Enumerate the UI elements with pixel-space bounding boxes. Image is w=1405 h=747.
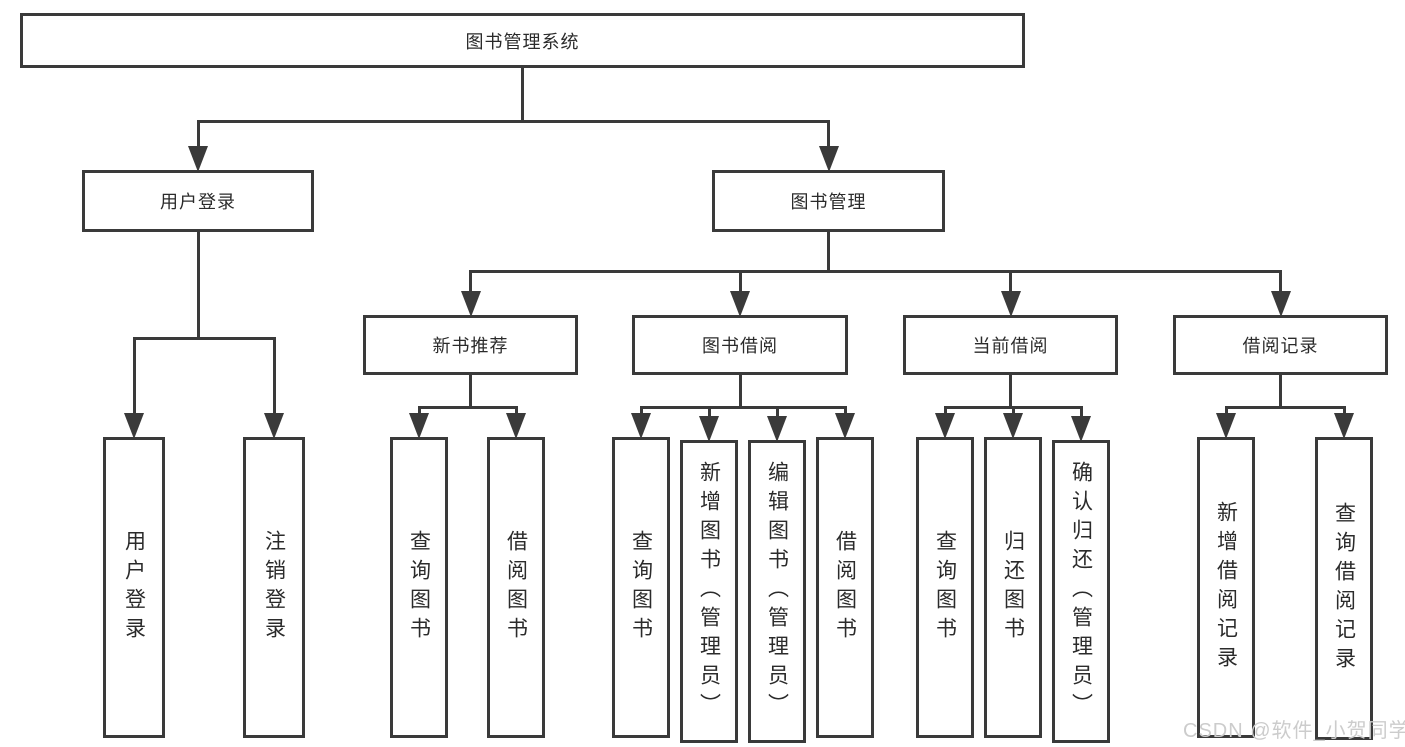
- arrowhead-leaf-bb-add: [699, 416, 719, 442]
- node-label-leaf-logout: 注销登录: [262, 529, 286, 646]
- connector-drop-leaf-bb-search: [639, 406, 643, 417]
- node-leaf-cb-return: 归还图书: [984, 437, 1042, 738]
- node-label-user-login: 用户登录: [160, 192, 236, 212]
- arrowhead-new-book-rec: [460, 291, 481, 317]
- connector-bar-book-borrow: [639, 406, 847, 409]
- node-label-current-borrow: 当前借阅: [972, 336, 1049, 356]
- node-leaf-cb-search: 查询图书: [916, 437, 974, 738]
- node-leaf-br-search: 查询借阅记录: [1315, 437, 1373, 740]
- connector-drop-book-borrow: [738, 270, 742, 295]
- connector-drop-leaf-bb-borrow: [843, 406, 847, 417]
- connector-drop-leaf-cb-confirm: [1079, 406, 1083, 420]
- node-leaf-bb-edit: 编辑图书（管理员）: [748, 440, 806, 743]
- node-label-book-mgmt: 图书管理: [790, 192, 867, 212]
- arrowhead-book-borrow: [730, 291, 750, 317]
- connector-stem-book-borrow: [738, 373, 742, 409]
- node-current-borrow: 当前借阅: [903, 315, 1118, 375]
- connector-drop-book-mgmt: [827, 120, 830, 150]
- node-label-leaf-bb-borrow: 借阅图书: [833, 529, 857, 646]
- connector-stem-root: [521, 66, 524, 123]
- arrowhead-leaf-cb-search: [935, 413, 955, 439]
- arrowhead-leaf-cb-confirm: [1071, 416, 1091, 442]
- node-leaf-bb-add: 新增图书（管理员）: [680, 440, 738, 743]
- node-user-login: 用户登录: [82, 170, 314, 232]
- arrowhead-leaf-br-search: [1334, 413, 1354, 439]
- arrowhead-leaf-cb-return: [1003, 413, 1023, 439]
- connector-stem-book-mgmt: [827, 230, 830, 273]
- connector-drop-leaf-br-search: [1342, 406, 1346, 417]
- node-label-leaf-cb-return: 归还图书: [1001, 529, 1025, 646]
- connector-drop-leaf-bb-add: [707, 406, 711, 420]
- node-leaf-logout: 注销登录: [243, 437, 305, 738]
- connector-bar-borrow-records: [1224, 406, 1346, 409]
- connector-drop-user-login: [196, 120, 200, 150]
- connector-bar-new-book-rec: [417, 406, 518, 409]
- arrowhead-user-login: [188, 146, 208, 172]
- arrowhead-book-mgmt: [818, 146, 839, 172]
- node-label-root: 图书管理系统: [465, 31, 580, 52]
- node-label-leaf-br-search: 查询借阅记录: [1332, 501, 1356, 676]
- connector-drop-leaf-cb-return: [1011, 406, 1015, 417]
- node-label-leaf-bb-search: 查询图书: [629, 529, 653, 646]
- arrowhead-leaf-bb-edit: [767, 416, 787, 442]
- arrowhead-leaf-user-login: [124, 413, 144, 439]
- node-label-leaf-cb-search: 查询图书: [933, 529, 957, 646]
- node-book-borrow: 图书借阅: [632, 315, 848, 375]
- node-label-borrow-records: 借阅记录: [1242, 336, 1319, 356]
- connector-stem-current-borrow: [1009, 373, 1012, 409]
- connector-drop-new-book-rec: [469, 270, 472, 295]
- arrowhead-borrow-records: [1270, 291, 1291, 317]
- connector-drop-current-borrow: [1009, 270, 1012, 295]
- node-leaf-br-add: 新增借阅记录: [1197, 437, 1255, 738]
- arrowhead-leaf-rec-borrow: [506, 413, 526, 439]
- connector-drop-leaf-rec-search: [417, 406, 421, 417]
- connector-stem-borrow-records: [1279, 373, 1282, 409]
- node-book-mgmt: 图书管理: [712, 170, 945, 232]
- node-label-book-borrow: 图书借阅: [702, 336, 778, 356]
- arrowhead-leaf-rec-search: [409, 413, 429, 439]
- arrowhead-leaf-logout: [264, 413, 284, 439]
- node-leaf-rec-search: 查询图书: [390, 437, 448, 738]
- node-label-leaf-rec-borrow: 借阅图书: [504, 529, 528, 646]
- node-label-leaf-br-add: 新增借阅记录: [1214, 500, 1238, 675]
- node-label-new-book-rec: 新书推荐: [432, 336, 509, 356]
- connector-drop-leaf-cb-search: [943, 406, 947, 417]
- connector-bar-book-mgmt: [469, 270, 1282, 273]
- node-label-leaf-cb-confirm: 确认归还（管理员）: [1069, 461, 1093, 722]
- connector-bar-user-login: [132, 337, 276, 340]
- node-borrow-records: 借阅记录: [1173, 315, 1388, 375]
- node-leaf-rec-borrow: 借阅图书: [487, 437, 545, 738]
- node-label-leaf-rec-search: 查询图书: [407, 529, 431, 646]
- node-root: 图书管理系统: [20, 13, 1025, 68]
- node-new-book-rec: 新书推荐: [363, 315, 578, 375]
- node-label-leaf-bb-edit: 编辑图书（管理员）: [765, 461, 789, 722]
- arrowhead-leaf-bb-borrow: [835, 413, 855, 439]
- node-leaf-bb-search: 查询图书: [612, 437, 670, 738]
- arrowhead-leaf-br-add: [1216, 413, 1236, 439]
- node-label-leaf-bb-add: 新增图书（管理员）: [697, 461, 721, 722]
- node-label-leaf-user-login: 用户登录: [122, 529, 146, 646]
- arrowhead-current-borrow: [1000, 291, 1021, 317]
- connector-stem-new-book-rec: [469, 373, 472, 409]
- connector-drop-leaf-br-add: [1224, 406, 1228, 417]
- connector-drop-leaf-rec-borrow: [514, 406, 518, 417]
- connector-drop-leaf-logout: [272, 337, 276, 417]
- connector-drop-leaf-bb-edit: [775, 406, 779, 420]
- connector-drop-borrow-records: [1279, 270, 1282, 295]
- connector-bar-root: [196, 120, 830, 123]
- node-leaf-cb-confirm: 确认归还（管理员）: [1052, 440, 1110, 743]
- watermark: CSDN @软件_小贺同学: [1183, 720, 1405, 742]
- node-leaf-bb-borrow: 借阅图书: [816, 437, 874, 738]
- connector-stem-user-login: [196, 230, 200, 340]
- connector-drop-leaf-user-login: [132, 337, 136, 417]
- node-leaf-user-login: 用户登录: [103, 437, 165, 738]
- arrowhead-leaf-bb-search: [631, 413, 651, 439]
